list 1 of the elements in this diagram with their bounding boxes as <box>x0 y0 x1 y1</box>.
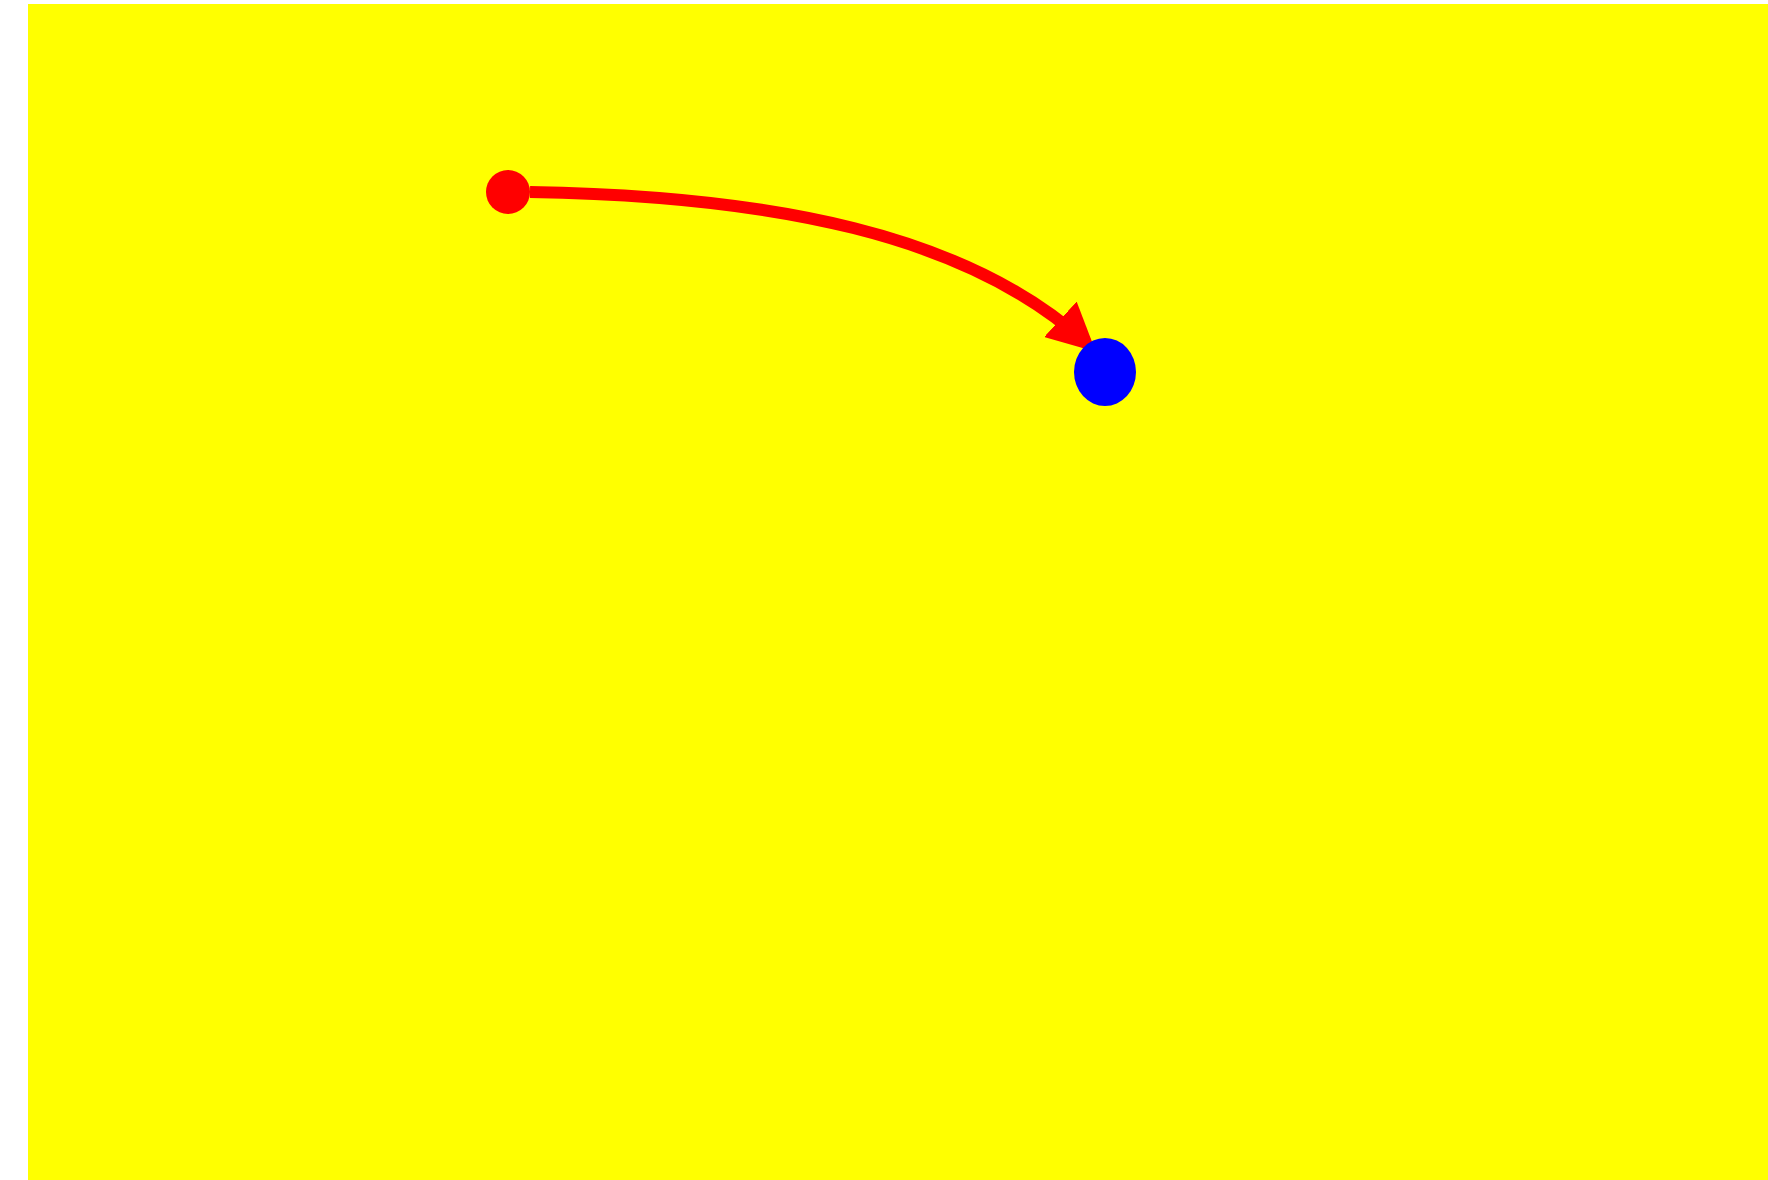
curved-arrow <box>529 186 1097 352</box>
